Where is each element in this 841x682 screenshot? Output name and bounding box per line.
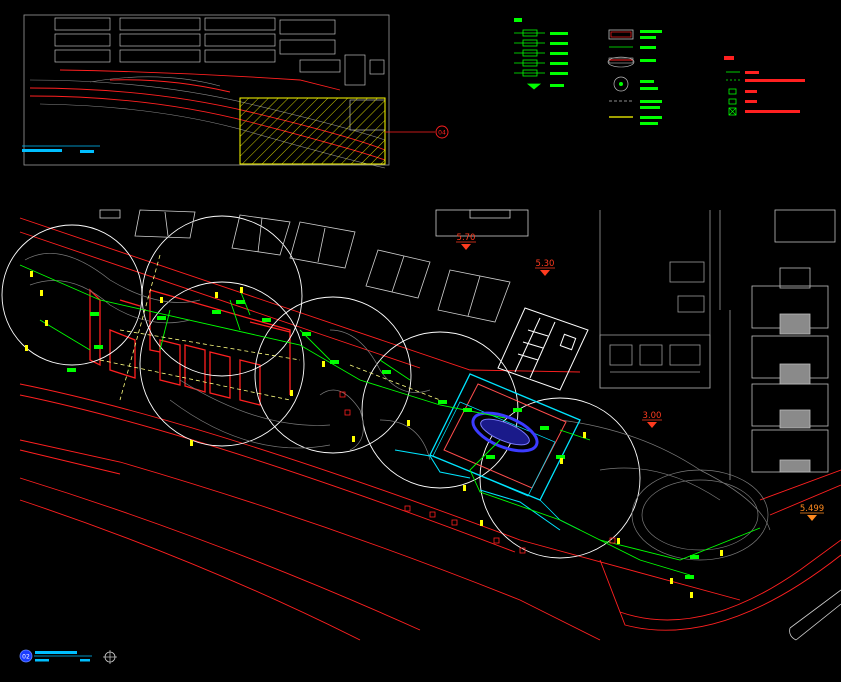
elevation-value-2: 5.30 bbox=[536, 259, 555, 269]
key-plan-index-circle bbox=[435, 125, 449, 139]
pool-outer bbox=[471, 411, 539, 453]
elevation-value-3: 3.00 bbox=[643, 411, 662, 421]
elevation-marker-4: 5.499 bbox=[800, 504, 824, 521]
lamp-squares bbox=[339, 391, 616, 554]
houses-row bbox=[99, 209, 529, 323]
elevation-value-1: 5.70 bbox=[457, 233, 476, 243]
right-building-complex bbox=[599, 210, 731, 480]
service-dashed-line bbox=[99, 254, 441, 401]
key-plan: 04 bbox=[22, 14, 449, 169]
pool-inner bbox=[480, 418, 530, 446]
apartment-stack bbox=[751, 209, 836, 473]
contour-lines bbox=[24, 253, 771, 561]
drawing-index-label: 02 bbox=[22, 654, 30, 661]
service-building bbox=[497, 307, 589, 391]
drawing-index-circle bbox=[19, 649, 33, 663]
pipe-fittings bbox=[67, 300, 699, 579]
drawing-title-block: 02 bbox=[19, 649, 117, 664]
elevation-marker-2: 5.30 bbox=[535, 259, 555, 276]
main-plan bbox=[1, 209, 841, 641]
central-plaza bbox=[394, 373, 581, 531]
parking-bays bbox=[89, 288, 291, 406]
site-hatch-zone bbox=[239, 97, 386, 165]
legend-lighting bbox=[724, 56, 805, 116]
key-plan-index-label: 04 bbox=[438, 130, 446, 137]
road-lines bbox=[19, 217, 841, 641]
elevation-marker-1: 5.70 bbox=[456, 233, 476, 250]
elevation-marker-3: 3.00 bbox=[642, 411, 662, 428]
legend-pipes bbox=[514, 18, 662, 125]
elevation-value-4: 5.499 bbox=[800, 504, 824, 514]
key-plan-frame bbox=[23, 14, 390, 166]
curb-curve bbox=[789, 589, 841, 641]
key-plan-site-area bbox=[239, 97, 386, 165]
light-markers bbox=[25, 271, 723, 598]
key-plan-buildings bbox=[54, 17, 386, 131]
